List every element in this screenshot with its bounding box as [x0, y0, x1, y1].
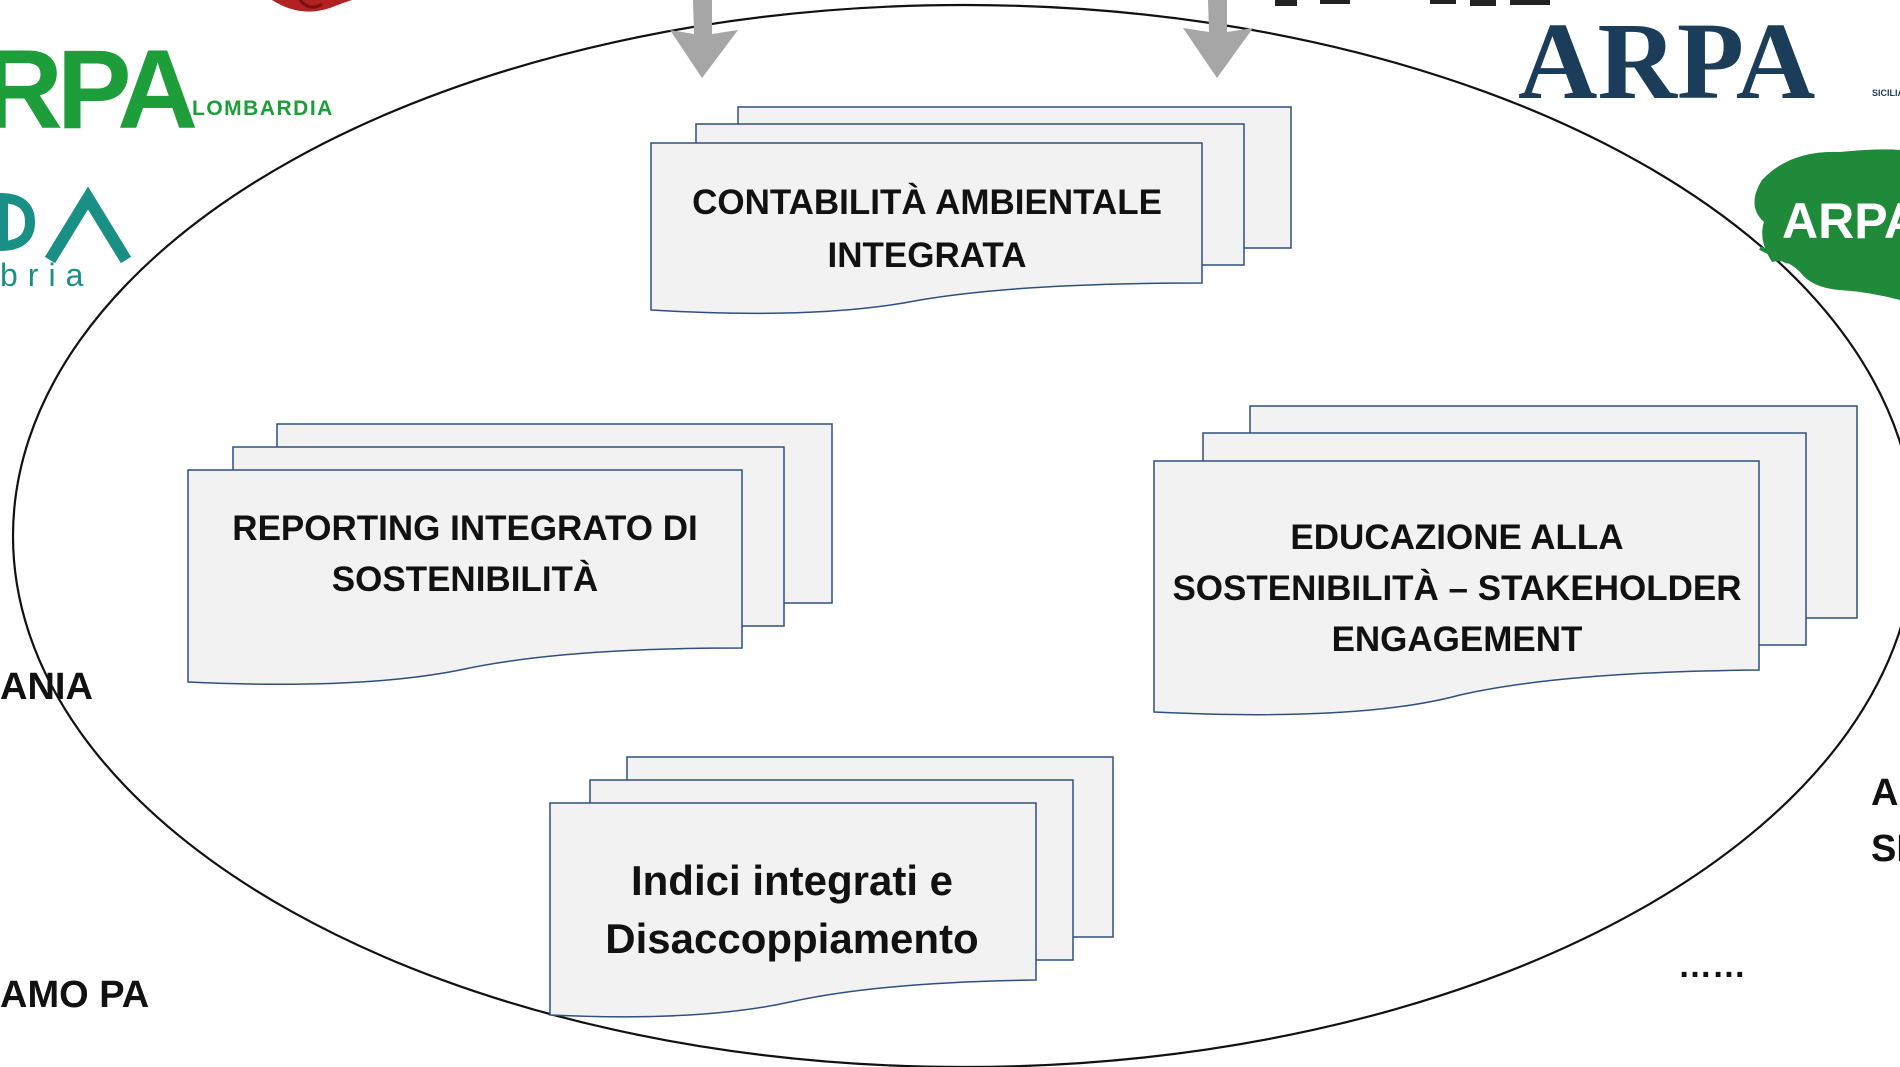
- box-indici-integrati: Indici integrati e Disaccoppiamento: [549, 756, 1114, 1018]
- arrow-down-icon-right: [1183, 0, 1253, 78]
- box-educazione-line3: ENGAGEMENT: [1332, 620, 1583, 659]
- box-contabilita-line1: CONTABILITÀ AMBIENTALE: [692, 182, 1162, 222]
- integration-ellipse: [12, 4, 1900, 1067]
- lombardia-logo-region: LOMBARDIA: [192, 97, 334, 120]
- box-contabilita-ambientale: CONTABILITÀ AMBIENTALE INTEGRATA: [650, 106, 1292, 315]
- sardegna-logo-name: ARPA: [1782, 193, 1900, 249]
- sicilia-logo-name: ARPA: [1518, 0, 1815, 122]
- lombardia-logo-name: RPA: [0, 27, 195, 152]
- box-educazione-line2: SOSTENIBILITÀ – STAKEHOLDER: [1172, 568, 1741, 608]
- arpa-umbria-logo: bria: [0, 186, 132, 293]
- right-partial-label-line2: SI: [1871, 828, 1900, 870]
- box-educazione-line1: EDUCAZIONE ALLA: [1290, 518, 1623, 557]
- top-emblem-icon: [272, 0, 352, 12]
- left-partial-label-ania: ANIA: [0, 666, 93, 708]
- box-reporting-line2: SOSTENIBILITÀ: [332, 559, 598, 599]
- box-reporting-line1: REPORTING INTEGRATO DI: [232, 509, 697, 548]
- arpa-lombardia-logo: RPA LOMBARDIA: [0, 27, 334, 152]
- box-reporting-integrato: REPORTING INTEGRATO DI SOSTENIBILITÀ: [187, 423, 833, 686]
- box-educazione-sostenibilita: EDUCAZIONE ALLA SOSTENIBILITÀ – STAKEHOL…: [1153, 405, 1858, 716]
- umbria-logo-region: bria: [0, 257, 93, 293]
- arrow-down-icon-left: [670, 0, 738, 78]
- box-contabilita-line2: INTEGRATA: [828, 236, 1027, 275]
- left-partial-label-amo-pa: AMO PA: [0, 974, 150, 1016]
- arpa-sardegna-logo: ARPA: [1754, 149, 1900, 300]
- box-indici-line1: Indici integrati e: [631, 857, 953, 904]
- ellipsis-label: ……: [1678, 947, 1746, 985]
- top-text-fragment: [1275, 0, 1550, 6]
- right-partial-label-line1: A: [1871, 772, 1899, 814]
- box-indici-line2: Disaccoppiamento: [605, 915, 978, 962]
